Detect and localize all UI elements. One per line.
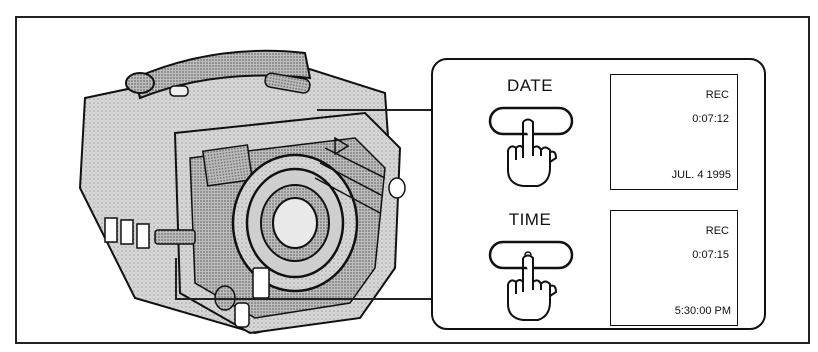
rec-indicator: REC	[705, 225, 729, 237]
date-readout: JUL. 4 1995	[671, 169, 731, 181]
button-callout-box: DATE REC 0:07:12 JUL. 4 1995	[431, 58, 766, 330]
leader-line-vertical	[175, 258, 177, 299]
hand-pressing-date-icon	[478, 100, 588, 190]
camcorder-illustration	[65, 38, 435, 343]
leader-line-bottom	[175, 298, 433, 300]
leader-line-top	[317, 109, 433, 111]
tape-counter: 0:07:15	[692, 249, 729, 261]
hand-pressing-time-icon	[478, 234, 588, 324]
tape-counter: 0:07:12	[692, 113, 729, 125]
time-button-label: TIME	[508, 210, 552, 229]
date-row: DATE REC 0:07:12 JUL. 4 1995	[433, 62, 764, 192]
date-button-label: DATE	[506, 76, 554, 95]
time-readout: 5:30:00 PM	[674, 305, 731, 317]
camcorder-icon	[78, 49, 406, 335]
date-display-screen: REC 0:07:12 JUL. 4 1995	[610, 74, 738, 190]
figure-frame: DATE REC 0:07:12 JUL. 4 1995	[15, 16, 810, 344]
rec-indicator: REC	[705, 89, 729, 101]
time-display-screen: REC 0:07:15 5:30:00 PM	[610, 210, 738, 326]
time-row: TIME REC 0:07:15 5:30:00 PM	[433, 196, 764, 326]
